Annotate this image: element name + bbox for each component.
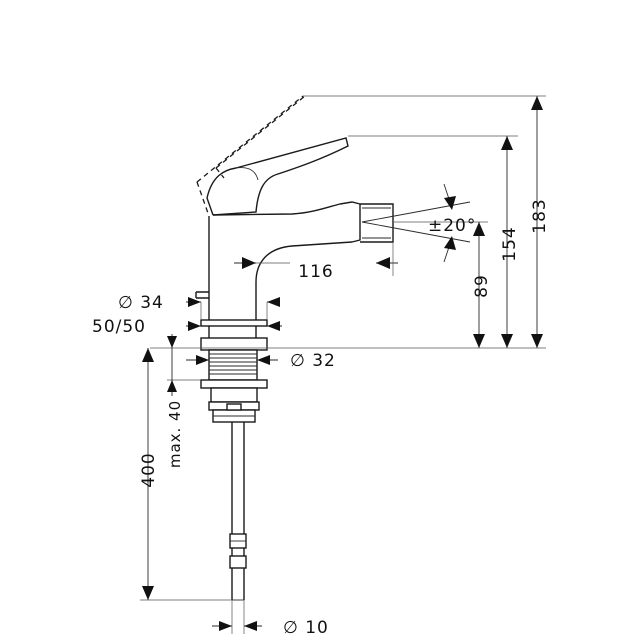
label-spout-reach: 116 (298, 262, 333, 282)
dimension-max-thickness: max. 40 (166, 334, 184, 468)
dimension-hole-size: 50/50 (92, 317, 282, 337)
dimension-thread-diameter: ∅ 32 (186, 351, 336, 371)
dimension-hose-length: 400 (139, 348, 159, 600)
dimension-swivel-angle: ±20° (361, 183, 476, 263)
popup-rod (195, 291, 209, 299)
dimension-outlet-height: 89 (472, 222, 492, 348)
faucet-body (208, 201, 394, 320)
label-swivel-angle: ±20° (428, 216, 476, 236)
label-hose-length: 400 (139, 452, 159, 487)
dimension-total-height: 183 (530, 96, 550, 348)
label-hose-diameter: ∅ 10 (283, 618, 329, 638)
label-thread-diameter: ∅ 32 (290, 351, 336, 371)
label-spout-height: 154 (500, 226, 520, 261)
lever-handle (206, 137, 349, 216)
lever-open-position (196, 95, 306, 217)
base-assembly (200, 319, 268, 351)
label-base-diameter: ∅ 34 (118, 293, 164, 313)
dimension-hose-diameter: ∅ 10 (212, 618, 329, 638)
label-max-thickness: max. 40 (166, 400, 184, 468)
threaded-shank (200, 349, 268, 423)
label-total-height: 183 (530, 198, 550, 233)
dimension-spout-reach: 116 (234, 242, 398, 282)
label-hole-size: 50/50 (92, 317, 146, 337)
reference-lines (140, 95, 546, 634)
dimension-spout-height: 154 (500, 136, 520, 348)
dimension-base-diameter: ∅ 34 (118, 293, 280, 320)
supply-hose (229, 422, 247, 601)
label-outlet-height: 89 (472, 274, 492, 298)
